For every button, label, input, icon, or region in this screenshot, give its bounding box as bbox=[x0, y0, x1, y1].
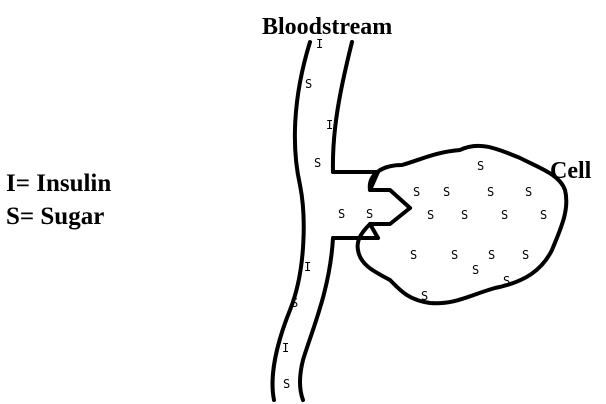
sugar-molecule: S bbox=[314, 156, 321, 170]
sugar-molecule: S bbox=[443, 185, 450, 199]
receptor-upper-flap bbox=[370, 172, 410, 208]
legend-sugar: S= Sugar bbox=[6, 203, 104, 230]
insulin-molecule: I bbox=[316, 37, 323, 51]
sugar-molecule: S bbox=[421, 289, 428, 303]
sugar-molecule: S bbox=[488, 248, 495, 262]
sugar-molecule: S bbox=[522, 248, 529, 262]
sugar-molecule: S bbox=[451, 248, 458, 262]
sugar-molecule: S bbox=[338, 207, 345, 221]
sugar-molecule: S bbox=[540, 208, 547, 222]
insulin-molecule: I bbox=[282, 341, 289, 355]
insulin-molecule: I bbox=[304, 260, 311, 274]
sugar-molecule: S bbox=[503, 274, 510, 288]
sugar-molecule: S bbox=[472, 263, 479, 277]
sugar-molecule: S bbox=[305, 77, 312, 91]
sugar-molecule: S bbox=[413, 185, 420, 199]
sugar-molecule: S bbox=[410, 248, 417, 262]
sugar-molecule: S bbox=[461, 208, 468, 222]
bloodstream-label: Bloodstream bbox=[262, 14, 392, 40]
sugar-molecule: S bbox=[366, 207, 373, 221]
sugar-molecule: S bbox=[291, 296, 298, 310]
sugar-molecule: S bbox=[487, 185, 494, 199]
vessel-right-wall-upper bbox=[333, 42, 352, 172]
sugar-molecule: S bbox=[427, 208, 434, 222]
sugar-molecule: S bbox=[477, 159, 484, 173]
receptor-lower-flap bbox=[370, 208, 410, 238]
vessel-left-wall bbox=[273, 42, 310, 400]
sugar-molecule: S bbox=[501, 208, 508, 222]
insulin-molecule: I bbox=[326, 118, 333, 132]
sugar-molecule: S bbox=[525, 185, 532, 199]
legend-insulin: I= Insulin bbox=[6, 170, 111, 197]
sugar-molecule: S bbox=[283, 377, 290, 391]
